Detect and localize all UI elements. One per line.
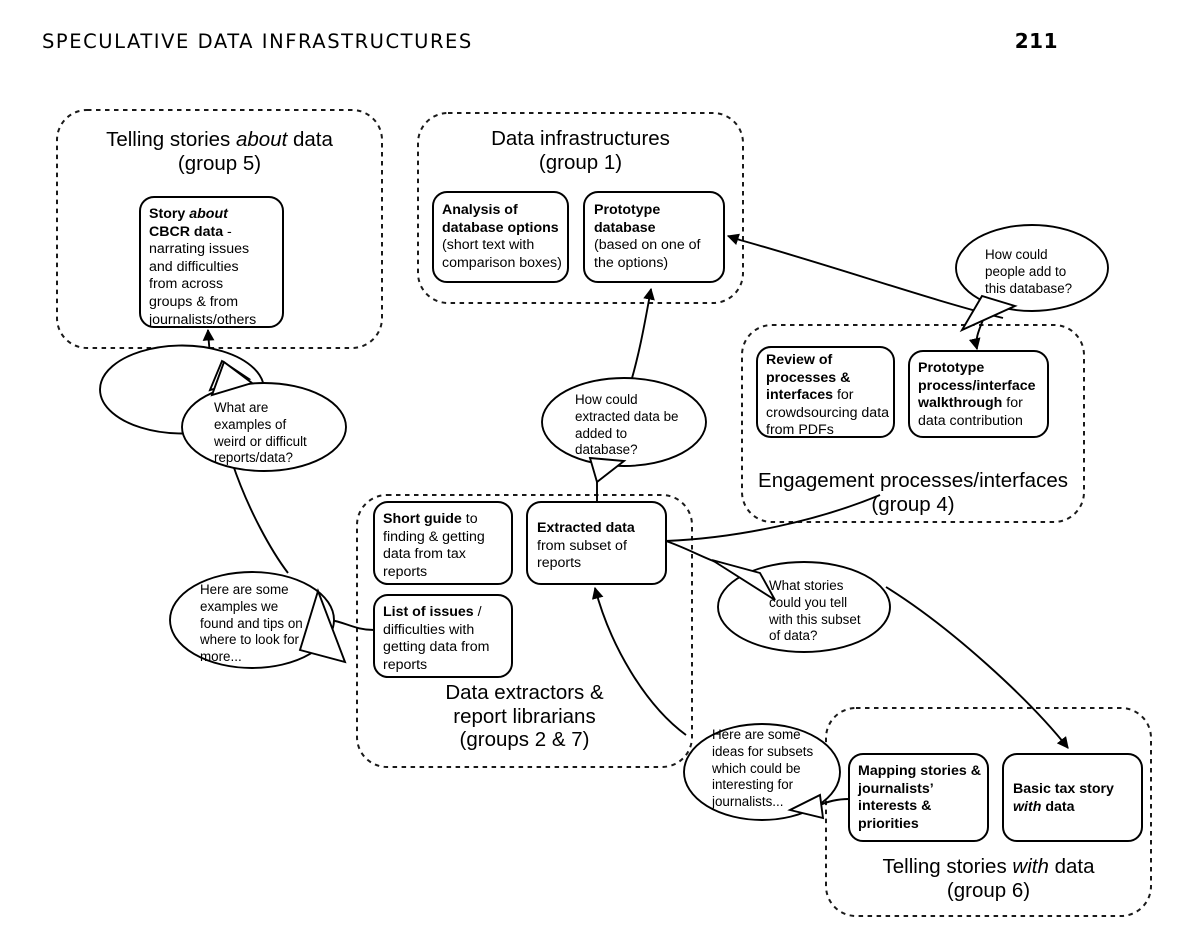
speech-bubble-what-stories-subset[interactable]	[711, 559, 891, 653]
bubble-body-here-are-some-ideas	[683, 723, 841, 821]
card-box-basic-tax-story[interactable]	[1002, 753, 1143, 842]
page-title: Speculative data infrastructures	[42, 29, 473, 53]
bubble-tail-what-stories-subset	[711, 559, 776, 601]
group-title-group-5: Telling stories about data(group 5)	[106, 128, 333, 175]
card-box-list-of-issues[interactable]	[373, 594, 513, 678]
speech-bubble-weird-difficult-reports[interactable]	[99, 344, 347, 472]
speech-bubble-how-extracted-data-added[interactable]	[541, 377, 707, 484]
card-label-mapping-stories: Mapping stories &journalists’interests &…	[858, 763, 981, 832]
speech-bubble-here-are-some-examples[interactable]	[169, 571, 347, 669]
page-number: 211	[1014, 29, 1058, 53]
connector-extracted-data-to-group-4	[665, 494, 881, 542]
group-title-group-1: Data infrastructures(group 1)	[491, 127, 670, 174]
card-box-story-about-cbcr[interactable]	[139, 196, 284, 328]
bubble-body-here-are-some-examples	[169, 571, 335, 669]
bubble-tail-how-people-add	[959, 294, 1018, 333]
connector-bubble-people-add-to-prototype-database	[726, 233, 1004, 319]
connector-bubble-weird-to-bubble-examples	[231, 461, 289, 574]
bubble-tail-here-are-some-ideas	[787, 793, 825, 820]
group-title-group-2-7: Data extractors &report librarians(group…	[445, 681, 604, 751]
bubble-body-how-people-add	[955, 224, 1109, 312]
connector-bubble-ideas-to-extracted-data	[592, 586, 687, 736]
bubble-tail-how-extracted-data-added	[588, 456, 627, 484]
connector-bubble-people-add-to-walkthrough	[968, 319, 984, 351]
card-box-prototype-database[interactable]	[583, 191, 725, 283]
card-box-analysis-of-database-options[interactable]	[432, 191, 569, 283]
card-box-review-of-processes[interactable]	[756, 346, 895, 438]
speech-bubble-here-are-some-ideas[interactable]	[683, 723, 841, 821]
card-box-prototype-walkthrough[interactable]	[908, 350, 1049, 438]
bubble-body-weird-difficult-reports	[181, 382, 347, 472]
connector-bubble-extracted-to-prototype-database	[629, 287, 655, 386]
connector-bubble-what-stories-to-basic-tax-story	[885, 586, 1069, 749]
bubble-body-how-extracted-data-added	[541, 377, 707, 467]
group-title-group-4: Engagement processes/interfaces(group 4)	[758, 469, 1068, 516]
card-box-short-guide[interactable]	[373, 501, 513, 585]
speech-bubble-how-people-add[interactable]	[955, 224, 1109, 333]
card-box-mapping-stories[interactable]	[848, 753, 989, 842]
page-header: Speculative data infrastructures 211	[42, 24, 1058, 58]
group-title-group-6: Telling stories with data(group 6)	[882, 855, 1095, 902]
bubble-tail-here-are-some-examples	[298, 588, 347, 664]
bubble-tail2-weird-difficult-reports	[210, 360, 255, 397]
